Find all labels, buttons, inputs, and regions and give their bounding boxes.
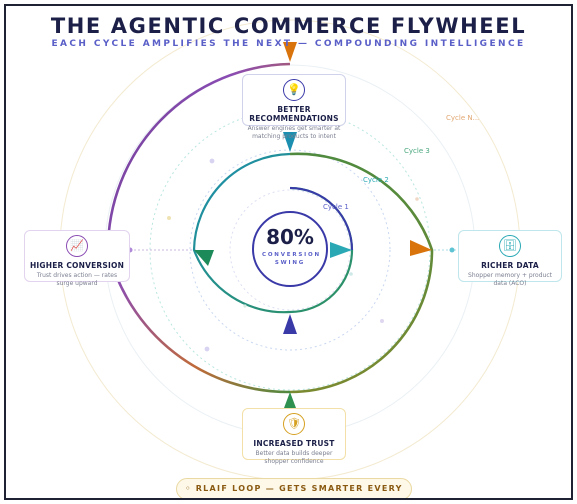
particle	[380, 319, 384, 323]
node-richer-data: 🗄 RICHER DATA Shopper memory + product d…	[458, 230, 562, 287]
rlaif-loop-pill: ◦ RLAIF LOOP — GETS SMARTER EVERY CYCLE …	[176, 478, 412, 498]
node-description: Trust drives action — rates surge upward	[36, 272, 118, 287]
arrow-bottom-icon	[284, 392, 296, 408]
lightbulb-icon: 💡	[283, 79, 305, 101]
particle	[349, 272, 353, 276]
node-title: HIGHER CONVERSION	[29, 261, 125, 270]
node-better-recommendations: 💡 BETTER RECOMMENDATIONS Answer engines …	[242, 74, 346, 140]
center-hub: 80% CONVERSION SWING	[252, 211, 328, 287]
arrow-right-icon	[410, 240, 432, 256]
innermost-loop	[289, 187, 353, 251]
node-title: BETTER RECOMMENDATIONS	[249, 105, 339, 123]
canvas-frame: THE AGENTIC COMMERCE FLYWHEEL EACH CYCLE…	[4, 4, 573, 500]
page-title: THE AGENTIC COMMERCE FLYWHEEL	[50, 14, 527, 38]
node-dot-right	[449, 247, 455, 253]
arrow-inner-left-icon	[194, 250, 214, 266]
node-higher-conversion: 📈 HIGHER CONVERSION Trust drives action …	[24, 230, 130, 287]
arrow-inner-bottom-icon	[283, 314, 297, 334]
particle	[415, 197, 419, 201]
arrow-inner-top-icon	[283, 132, 297, 152]
node-increased-trust: 🛡 INCREASED TRUST Better data builds dee…	[242, 408, 346, 465]
shield-icon: 🛡	[283, 413, 305, 435]
cycle-label-1: Cycle 1	[323, 203, 349, 211]
node-title: INCREASED TRUST	[253, 439, 335, 448]
particle	[243, 304, 247, 308]
particle	[204, 346, 210, 352]
outer-loop-right	[289, 152, 434, 394]
particle	[209, 158, 215, 164]
arrow-top-icon	[283, 42, 297, 62]
chart-up-icon: 📈	[66, 235, 88, 257]
conversion-value: 80%	[266, 225, 314, 249]
node-description: Shopper memory + product data (ACO)	[468, 272, 552, 287]
arrow-inner-right-icon	[330, 242, 352, 258]
particle	[167, 216, 171, 220]
conversion-label: CONVERSION SWING	[262, 252, 321, 266]
database-icon: 🗄	[499, 235, 521, 257]
page-subtitle: EACH CYCLE AMPLIFIES THE NEXT — COMPOUND…	[51, 39, 526, 49]
node-description: Answer engines get smarter at matching p…	[247, 125, 341, 140]
node-title: RICHER DATA	[481, 261, 539, 270]
cycle-label-2: Cycle 2	[363, 176, 389, 184]
node-description: Better data builds deeper shopper confid…	[255, 450, 333, 465]
cycle-label-n: Cycle N...	[446, 114, 480, 122]
cycle-label-3: Cycle 3	[404, 147, 430, 155]
